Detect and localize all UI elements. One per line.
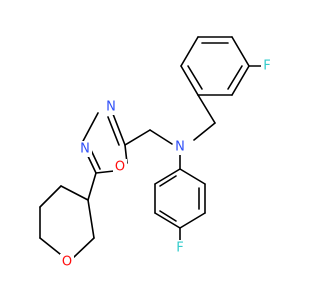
atom-label-f: F [263, 59, 270, 74]
bond [231, 65, 250, 96]
double-bond [159, 210, 177, 222]
structure-canvas: F N N N O F O [39, 36, 272, 270]
molecule-diagram: F N N N O F O [39, 36, 272, 270]
atom-n-amine: N [173, 139, 187, 155]
atom-label-n: N [106, 100, 116, 115]
bond [231, 36, 250, 67]
bond [179, 168, 206, 185]
bond [180, 65, 199, 96]
oxadiazole-ring [81, 112, 128, 174]
atom-n-ring-1: N [104, 99, 118, 115]
bond [87, 172, 97, 201]
double-bond [90, 149, 101, 170]
double-bond [159, 175, 177, 187]
atom-label-f: F [176, 241, 183, 256]
bond [179, 212, 206, 229]
bond [95, 170, 115, 174]
bond [81, 112, 99, 144]
atom-n-ring-2: N [78, 141, 92, 157]
bond [124, 129, 151, 146]
bond [112, 113, 126, 146]
atom-o-oxane: O [60, 254, 74, 270]
bond [197, 94, 216, 124]
atom-label-o: O [115, 160, 125, 175]
bond [73, 237, 95, 258]
double-bond [187, 65, 203, 90]
bond [87, 199, 95, 239]
atom-label-n: N [80, 142, 90, 157]
atom-f-phenyl: F [174, 240, 186, 256]
atom-o-oxadiazole: O [113, 159, 127, 175]
fluorophenyl-ring [154, 168, 206, 229]
bond [154, 168, 181, 185]
double-bond [107, 116, 120, 146]
bond [154, 212, 181, 229]
bond [60, 185, 89, 201]
bond [180, 36, 199, 67]
bond [39, 237, 61, 255]
bond [39, 185, 62, 208]
bond [193, 122, 216, 141]
fluorobenzyl-ring [180, 36, 250, 96]
double-bond [227, 65, 243, 90]
bond [149, 129, 173, 145]
atom-label-o: O [62, 255, 72, 270]
oxane-ring [39, 185, 95, 258]
atom-label-n: N [175, 140, 185, 155]
atom-f-benzyl: F [261, 58, 272, 74]
